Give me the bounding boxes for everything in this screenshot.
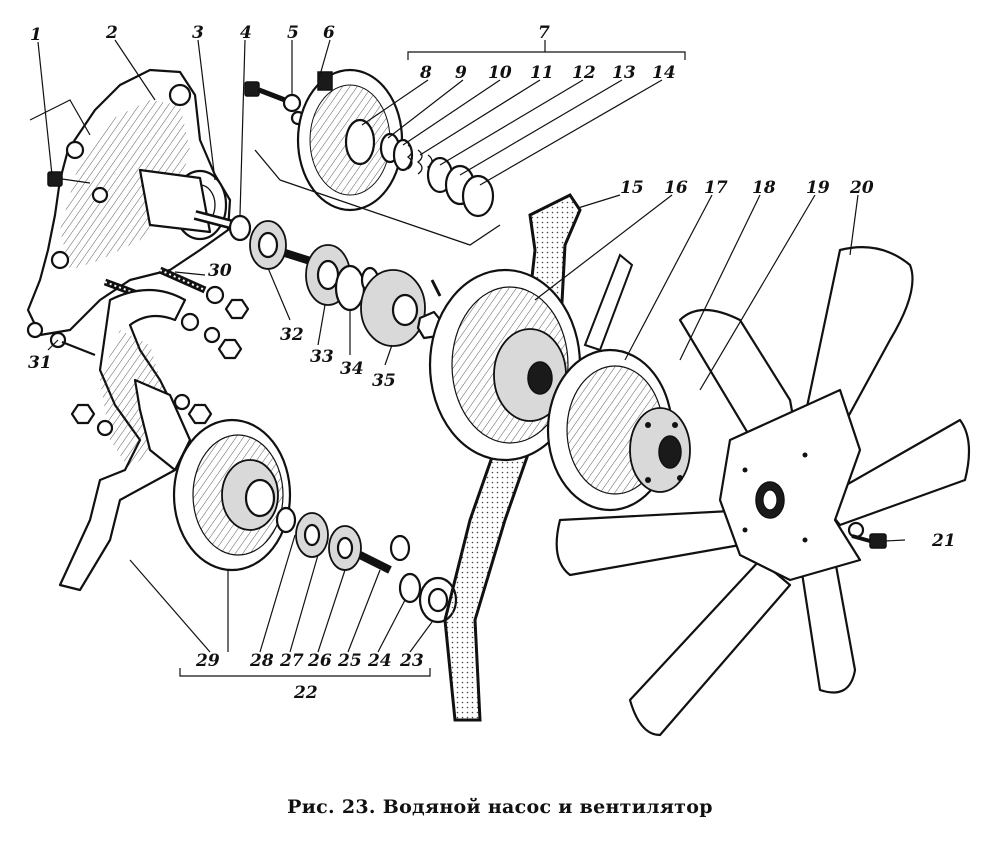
callout-31: 31 bbox=[28, 353, 52, 373]
callout-19: 19 bbox=[806, 178, 830, 198]
bearings bbox=[249, 220, 380, 312]
hub-35 bbox=[360, 269, 444, 347]
callout-18: 18 bbox=[752, 178, 776, 198]
callout-23: 23 bbox=[399, 651, 424, 671]
callout-12: 12 bbox=[572, 63, 596, 83]
callout-24: 24 bbox=[367, 651, 392, 671]
callout-6: 6 bbox=[323, 23, 335, 43]
studs-30 bbox=[103, 266, 250, 360]
figure-caption: Рис. 23. Водяной насос и вентилятор bbox=[287, 796, 713, 818]
callout-29: 29 bbox=[195, 651, 220, 671]
callout-17: 17 bbox=[704, 178, 728, 198]
tension-bracket bbox=[58, 288, 213, 592]
callout-25: 25 bbox=[337, 651, 362, 671]
callout-33: 33 bbox=[310, 347, 334, 367]
callout-15: 15 bbox=[620, 178, 644, 198]
impeller-plate bbox=[296, 68, 404, 212]
group-frame bbox=[254, 149, 501, 246]
callout-21: 21 bbox=[931, 531, 956, 551]
callout-14: 14 bbox=[652, 63, 676, 83]
callout-16: 16 bbox=[664, 178, 688, 198]
fan-blades bbox=[555, 246, 971, 737]
callout-26: 26 bbox=[307, 651, 332, 671]
callout-28: 28 bbox=[249, 651, 274, 671]
callout-3: 3 bbox=[192, 23, 204, 43]
callout-labels: 1 2 3 4 5 6 7 8 9 10 11 12 13 14 15 16 1… bbox=[28, 23, 956, 703]
housing-bolt bbox=[47, 171, 91, 187]
callout-4: 4 bbox=[240, 23, 252, 43]
fan-pulley bbox=[546, 348, 691, 512]
callout-35: 35 bbox=[372, 371, 396, 391]
tensioner-pulley bbox=[172, 418, 292, 572]
bolt-5 bbox=[244, 81, 306, 126]
pump-housing bbox=[26, 68, 232, 337]
callout-5: 5 bbox=[287, 23, 299, 43]
callout-9: 9 bbox=[455, 63, 467, 83]
exploded-diagram: 1 2 3 4 5 6 7 8 9 10 11 12 13 14 15 16 1… bbox=[26, 23, 971, 737]
callout-34: 34 bbox=[340, 359, 364, 379]
callout-20: 20 bbox=[849, 178, 874, 198]
callout-27: 27 bbox=[279, 651, 304, 671]
callout-10: 10 bbox=[488, 63, 512, 83]
callout-22: 22 bbox=[293, 683, 318, 703]
tensioner-shaft-parts bbox=[275, 506, 458, 624]
callout-7: 7 bbox=[538, 23, 550, 43]
fan-bolt bbox=[847, 521, 887, 549]
seal-springs bbox=[379, 132, 495, 218]
callout-8: 8 bbox=[419, 63, 432, 83]
callout-30: 30 bbox=[208, 261, 232, 281]
callout-13: 13 bbox=[612, 63, 636, 83]
shaft bbox=[193, 210, 252, 242]
pump-pulley bbox=[428, 268, 582, 462]
callout-32: 32 bbox=[280, 325, 304, 345]
callout-2: 2 bbox=[105, 23, 118, 43]
callout-11: 11 bbox=[530, 63, 554, 83]
callout-1: 1 bbox=[30, 25, 42, 45]
leader-lines bbox=[29, 39, 906, 677]
